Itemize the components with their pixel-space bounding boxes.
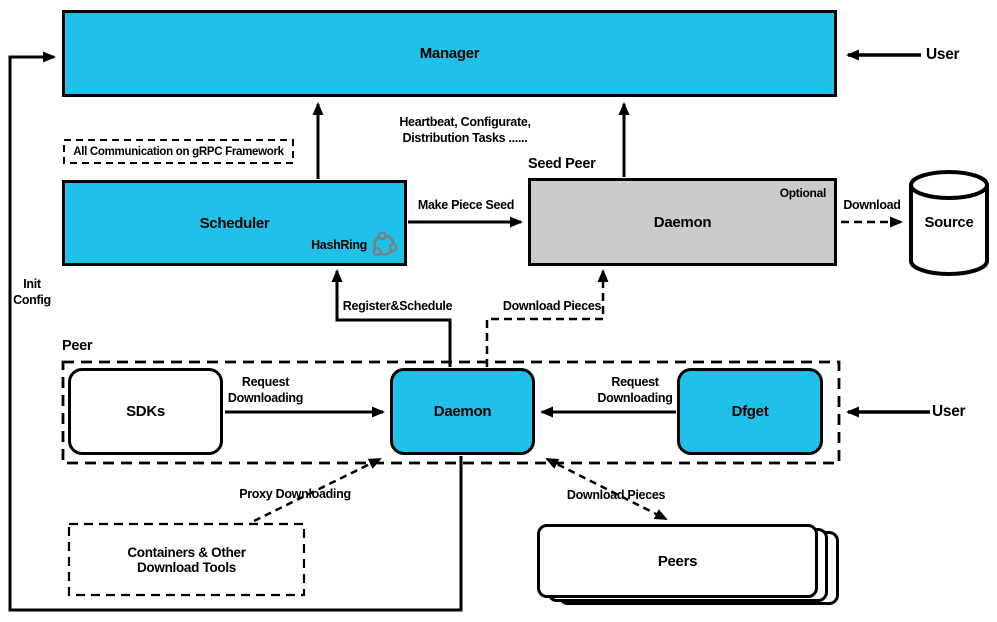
sdks-label: SDKs xyxy=(126,403,165,420)
peer-group-border xyxy=(61,360,841,465)
scheduler-label: Scheduler xyxy=(199,214,270,232)
edge-register-schedule xyxy=(331,269,452,367)
containers-label-line2: Download Tools xyxy=(136,559,237,575)
edge-label-request-left: Request Downloading xyxy=(213,375,318,406)
peers-node: Peers xyxy=(537,524,818,598)
dfget-label: Dfget xyxy=(731,403,769,420)
peer-daemon-node: Daemon xyxy=(390,368,535,455)
edge-label-download-source: Download xyxy=(843,198,901,212)
optional-label: Optional xyxy=(779,186,827,200)
request-left-line1: Request xyxy=(241,375,290,389)
hashring-label: HashRing xyxy=(311,238,367,252)
request-right-line1: Request xyxy=(611,375,659,389)
edge-init-config-line xyxy=(8,51,463,612)
edge-label-register-schedule: Register&Schedule xyxy=(342,299,453,313)
hashring-badge: HashRing xyxy=(311,232,397,258)
scheduler-node: Scheduler HashRing xyxy=(62,180,407,266)
grpc-note-border xyxy=(63,139,294,164)
peers-label: Peers xyxy=(657,552,698,570)
edge-label-proxy-downloading: Proxy Downloading xyxy=(239,487,351,501)
seed-peer-group-label: Seed Peer xyxy=(528,156,596,172)
containers-node: Containers & Other Download Tools xyxy=(68,523,305,596)
request-left-line2: Downloading xyxy=(227,390,304,405)
containers-border xyxy=(67,522,306,597)
edge-download-pieces-seed xyxy=(485,269,609,367)
source-cylinder-icon xyxy=(909,170,989,276)
user-top-label: User xyxy=(926,46,960,63)
user-bottom-label: User xyxy=(932,403,966,420)
edge-download-pieces-peers xyxy=(545,457,668,521)
init-line1: Init xyxy=(23,277,41,291)
grpc-note: All Communication on gRPC Framework xyxy=(73,145,284,158)
peer-daemon-label: Daemon xyxy=(433,403,492,420)
heartbeat-line1: Heartbeat, Configurate, xyxy=(399,115,531,129)
containers-label-line1: Containers & Other xyxy=(127,544,246,560)
edge-label-make-piece-seed: Make Piece Seed xyxy=(417,198,515,212)
heartbeat-line2: Distribution Tasks ...... xyxy=(402,130,528,145)
dfget-node: Dfget xyxy=(677,368,823,455)
sdks-node: SDKs xyxy=(68,368,223,455)
seed-daemon-label: Daemon xyxy=(653,213,712,231)
hashring-icon xyxy=(372,232,397,257)
edge-label-request-right: Request Downloading xyxy=(580,375,690,406)
seed-daemon-node: Daemon Optional xyxy=(528,178,837,266)
init-line2: Config xyxy=(13,292,51,307)
edge-label-download-pieces-peers: Download Pieces xyxy=(566,488,666,502)
edge-label-heartbeat: Heartbeat, Configurate, Distribution Tas… xyxy=(385,115,545,146)
manager-label: Manager xyxy=(419,45,480,62)
request-right-line2: Downloading xyxy=(597,390,673,405)
peer-group-label: Peer xyxy=(62,338,93,354)
source-label: Source xyxy=(924,214,974,231)
edge-label-init-config: Init Config xyxy=(4,277,60,308)
manager-node: Manager xyxy=(62,10,837,97)
edge-label-download-pieces-seed: Download Pieces xyxy=(502,299,602,313)
